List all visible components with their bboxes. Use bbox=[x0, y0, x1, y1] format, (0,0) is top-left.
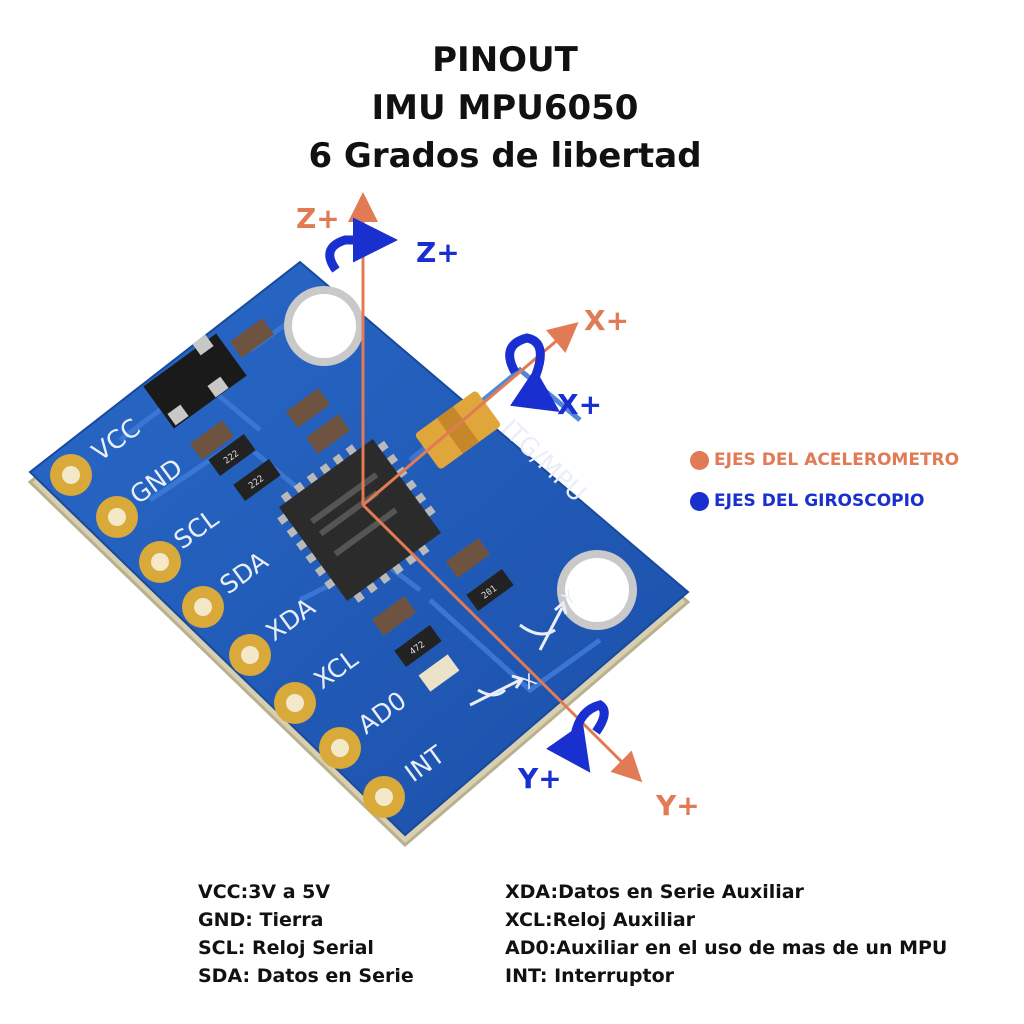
accel-y-arrow bbox=[361, 503, 643, 783]
pin-pad-sda bbox=[182, 586, 224, 628]
pin-pad-int bbox=[363, 776, 405, 818]
pin-pad-scl bbox=[139, 541, 181, 583]
desc-gnd: GND: Tierra bbox=[198, 909, 324, 931]
board-compass bbox=[469, 600, 568, 707]
resistor-4: 472 bbox=[394, 624, 442, 668]
gyro-y-rotation-arrow bbox=[546, 700, 609, 773]
desc-xcl: XCL:Reloj Auxiliar bbox=[505, 909, 696, 931]
pin-descriptions-right: XDA:Datos en Serie Auxiliar XCL:Reloj Au… bbox=[505, 878, 947, 990]
title-line-3: 6 Grados de libertad bbox=[308, 136, 702, 176]
resistor-2: 222 bbox=[233, 458, 281, 502]
mpu6050-chip bbox=[277, 438, 442, 603]
desc-int: INT: Interruptor bbox=[505, 965, 675, 987]
gyro-y-label: Y+ bbox=[517, 762, 562, 795]
pin-pad-vcc bbox=[50, 454, 92, 496]
gyro-z-rotation-arrow bbox=[325, 217, 398, 273]
tantalum-capacitor bbox=[415, 391, 501, 469]
accelerometer-dot-icon bbox=[690, 450, 709, 470]
legend-accelerometer: EJES DEL ACELEROMETRO bbox=[690, 450, 959, 470]
gyro-x-rotation-arrow bbox=[505, 333, 560, 412]
resistor-1: 222 bbox=[208, 433, 256, 477]
smd-components bbox=[189, 318, 491, 692]
title-line-2: IMU MPU6050 bbox=[371, 88, 639, 128]
accel-y-label: Y+ bbox=[655, 789, 700, 822]
pin-pads bbox=[50, 454, 405, 818]
gyroscope-axes bbox=[325, 217, 609, 773]
desc-sda: SDA: Datos en Serie bbox=[198, 965, 414, 987]
pin-pad-xda bbox=[229, 634, 271, 676]
legend-gyroscope: EJES DEL GIROSCOPIO bbox=[690, 491, 924, 511]
pin-pad-gnd bbox=[96, 496, 138, 538]
desc-vcc: VCC:3V a 5V bbox=[198, 881, 331, 903]
title-line-1: PINOUT bbox=[432, 40, 578, 80]
desc-ad0: AD0:Auxiliar en el uso de mas de un MPU bbox=[505, 937, 948, 959]
mounting-hole-top bbox=[284, 286, 364, 366]
accel-x-label: X+ bbox=[584, 304, 629, 337]
pin-descriptions-left: VCC:3V a 5V GND: Tierra SCL: Reloj Seria… bbox=[198, 878, 414, 990]
resistor-3: 201 bbox=[466, 568, 514, 612]
title-block: PINOUT IMU MPU6050 6 Grados de libertad bbox=[0, 36, 1010, 180]
desc-scl: SCL: Reloj Serial bbox=[198, 937, 374, 959]
pin-pad-ad0 bbox=[319, 727, 361, 769]
voltage-regulator bbox=[143, 333, 247, 429]
legend-gyroscope-label: EJES DEL GIROSCOPIO bbox=[714, 491, 925, 511]
gyroscope-dot-icon bbox=[690, 491, 709, 511]
accel-z-label: Z+ bbox=[296, 202, 340, 235]
pin-pad-xcl bbox=[274, 682, 316, 724]
gyro-z-label: Z+ bbox=[416, 236, 460, 269]
desc-xda: XDA:Datos en Serie Auxiliar bbox=[505, 881, 804, 903]
mounting-hole-right bbox=[557, 550, 637, 630]
legend-accelerometer-label: EJES DEL ACELEROMETRO bbox=[714, 450, 960, 470]
gyro-x-label: X+ bbox=[557, 388, 602, 421]
